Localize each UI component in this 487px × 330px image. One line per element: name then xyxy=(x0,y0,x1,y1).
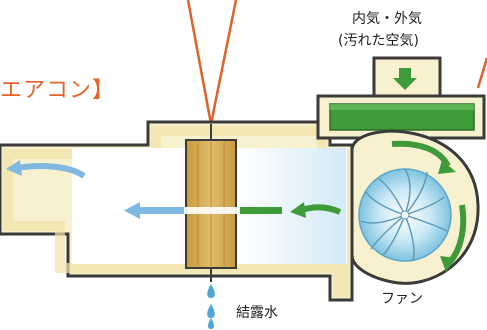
filter-highlight xyxy=(330,104,474,110)
pointer-line-corner xyxy=(476,57,487,89)
airflow-blue-arrowhead xyxy=(124,202,140,219)
blower-flow-arrow-top xyxy=(391,140,451,168)
fan-label: ファン xyxy=(381,291,423,307)
droplet-1 xyxy=(207,284,215,298)
airflow-through-core xyxy=(180,207,240,214)
outlet-arrow xyxy=(17,163,86,179)
diagram-title: エアコン】 xyxy=(0,78,116,103)
droplet-3 xyxy=(208,318,214,329)
airflow-green-arrow-1 xyxy=(301,204,342,215)
duct-inner-border xyxy=(3,126,349,297)
evaporator-core xyxy=(185,124,237,282)
air-source-label: 内気・外気 xyxy=(352,11,422,27)
intake-arrow xyxy=(393,68,417,90)
airflow-arrows xyxy=(6,160,342,219)
blower-blades xyxy=(360,168,448,262)
pointer-line-left xyxy=(186,0,213,125)
dirty-air-label: (汚れた空気) xyxy=(338,33,419,49)
pointer-line-right xyxy=(209,0,238,125)
blower-housing xyxy=(350,129,480,285)
blower-hub xyxy=(400,210,410,220)
filter-housing xyxy=(316,56,486,140)
condensation-label: 結露水 xyxy=(236,305,278,321)
airflow-blue-bar xyxy=(138,207,184,214)
condensation-droplets xyxy=(207,284,215,329)
airflow-green-bar xyxy=(238,207,282,214)
pointer-lines xyxy=(186,0,487,125)
droplet-2 xyxy=(207,304,215,318)
